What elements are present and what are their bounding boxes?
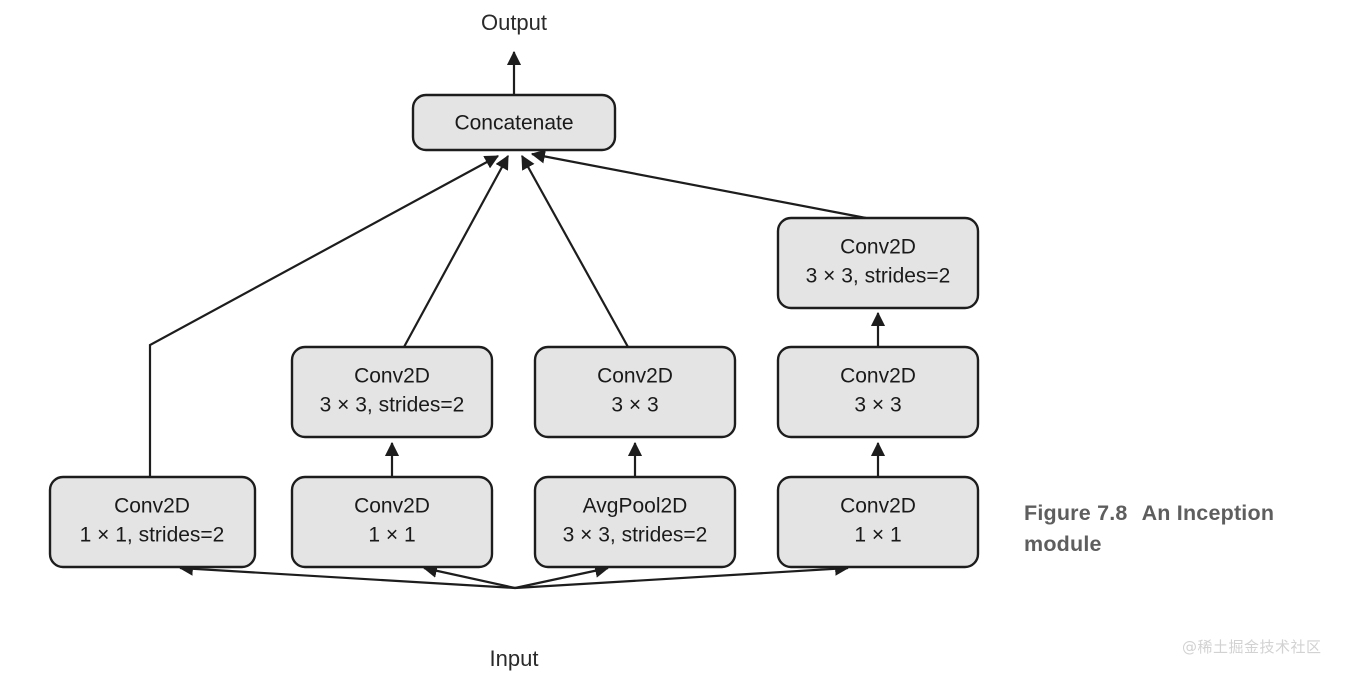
node-branch4-bottom-label-line1: Conv2D (840, 495, 916, 518)
node-branch3-mid-box[interactable] (533, 345, 737, 439)
node-branch1-bottom-box[interactable] (48, 475, 257, 569)
node-branch2-bottom[interactable]: Conv2D 1 × 1 (290, 475, 494, 569)
node-branch2-mid-label-line2: 3 × 3, strides=2 (320, 394, 465, 417)
node-branch4-top-label-line1: Conv2D (840, 236, 916, 259)
edge-branch3-to-concat (521, 155, 629, 348)
edge-input-to-branch1 (178, 561, 516, 590)
node-branch1-bottom-label-line2: 1 × 1, strides=2 (80, 524, 225, 547)
node-branch1-bottom-label-line1: Conv2D (114, 495, 190, 518)
edges-bottom-to-middle (384, 441, 886, 477)
node-branch4-bottom-label-line2: 1 × 1 (854, 524, 901, 547)
edge-branch1-to-concat (148, 155, 499, 477)
edge-input-to-branch4 (514, 561, 850, 590)
output-label: Output (481, 10, 547, 35)
node-branch3-mid[interactable]: Conv2D 3 × 3 (533, 345, 737, 439)
figure-caption-number: Figure 7.8 (1024, 501, 1128, 525)
node-branch2-bottom-label-line2: 1 × 1 (368, 524, 415, 547)
node-branch3-mid-label-line2: 3 × 3 (611, 394, 658, 417)
edge-input-to-branch2 (422, 563, 516, 590)
watermark: @稀土掘金技术社区 (1182, 638, 1322, 656)
node-branch3-bottom[interactable]: AvgPool2D 3 × 3, strides=2 (533, 475, 737, 569)
node-branch4-mid-label-line1: Conv2D (840, 365, 916, 388)
node-branch4-mid[interactable]: Conv2D 3 × 3 (776, 345, 980, 439)
input-label: Input (490, 646, 539, 671)
node-branch4-top[interactable]: Conv2D 3 × 3, strides=2 (776, 216, 980, 310)
node-branch4-bottom[interactable]: Conv2D 1 × 1 (776, 475, 980, 569)
node-branch4-top-label-line2: 3 × 3, strides=2 (806, 265, 951, 288)
node-concatenate-label-line1: Concatenate (454, 112, 573, 135)
node-branch4-top-box[interactable] (776, 216, 980, 310)
node-branch4-bottom-box[interactable] (776, 475, 980, 569)
node-branch1-bottom[interactable]: Conv2D 1 × 1, strides=2 (48, 475, 257, 569)
node-branch2-mid-box[interactable] (290, 345, 494, 439)
node-branch3-bottom-label-line2: 3 × 3, strides=2 (563, 524, 708, 547)
edge-input-to-branch3 (514, 563, 610, 590)
node-branch2-mid-label-line1: Conv2D (354, 365, 430, 388)
edge-branch4-to-concat (530, 149, 867, 220)
node-concatenate[interactable]: Concatenate (411, 93, 617, 152)
node-concatenate-box[interactable] (411, 93, 617, 152)
node-branch4-mid-label-line2: 3 × 3 (854, 394, 901, 417)
node-branch4-mid-box[interactable] (776, 345, 980, 439)
node-branch2-mid[interactable]: Conv2D 3 × 3, strides=2 (290, 345, 494, 439)
node-branch3-bottom-box[interactable] (533, 475, 737, 569)
edge-branch2-to-concat (403, 155, 509, 348)
edges-to-concatenate (148, 149, 867, 477)
node-branch2-bottom-box[interactable] (290, 475, 494, 569)
node-branch3-mid-label-line1: Conv2D (597, 365, 673, 388)
node-branch3-bottom-label-line1: AvgPool2D (583, 495, 688, 518)
node-branch2-bottom-label-line1: Conv2D (354, 495, 430, 518)
figure-caption-text: An Inception module (1024, 501, 1275, 556)
edges-from-input (178, 561, 850, 590)
